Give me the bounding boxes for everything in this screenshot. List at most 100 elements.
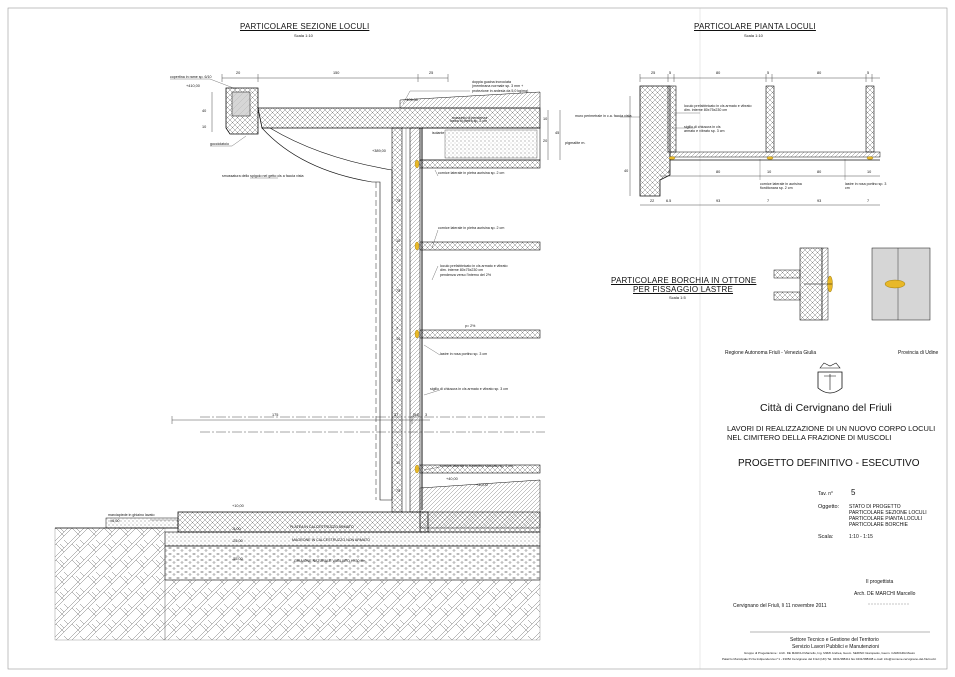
- dim-right-3: 45: [555, 131, 560, 135]
- plan-note-muro: muro perimetrale in c.a. faccia vista: [575, 114, 632, 118]
- dim-right-label: pigmalite m.: [565, 141, 586, 145]
- office-line-2: Servizio Lavori Pubblici e Manutenzioni: [792, 644, 879, 650]
- plan-scale: Scala 1:10: [744, 33, 763, 38]
- dim-bottom-4: 3: [425, 413, 428, 417]
- works-line-1: LAVORI DI REALIZZAZIONE DI UN NUOVO CORP…: [727, 424, 936, 433]
- dim-stack-2: 10: [396, 239, 401, 243]
- oggetto-line-1: STATO DI PROGETTO: [849, 504, 901, 510]
- level-1: +410,00: [186, 84, 200, 88]
- note-copertina: copertina in rame sp. 6/10: [170, 75, 212, 79]
- scala-label: Scala:: [818, 534, 834, 540]
- tav-label: Tav. n°: [818, 491, 833, 497]
- borchia-title-l1: PARTICOLARE BORCHIA IN OTTONE: [611, 276, 757, 285]
- dim-stack-3: 7: [396, 249, 399, 253]
- scala-value: 1:10 - 1:15: [849, 534, 873, 540]
- dim-left-1: 40: [202, 109, 207, 113]
- designer-name: Arch. DE MARCHI Marcello: [854, 591, 916, 597]
- plan-dim-mid-1: 8: [668, 170, 671, 174]
- plan-dim-bot-1: 22: [650, 199, 655, 203]
- oggetto-line-3: PARTICOLARE PIANTA LOCULI: [849, 516, 923, 522]
- note-doppia-guaina: doppia guaina incrociata (membrana norma…: [472, 80, 529, 93]
- borchia-detail: [773, 247, 931, 321]
- dim-bottom-1: 175: [272, 413, 279, 417]
- note-magrone: MAGRONE IN CALCESTRUZZO NON ARMATO: [292, 538, 370, 542]
- city-name: Città di Cervignano del Friuli: [760, 402, 892, 414]
- level-3: +389,00: [372, 149, 386, 153]
- plan-dim-left: 40: [624, 169, 629, 173]
- section-scale: Scala 1:10: [294, 33, 313, 38]
- dim-right-2: 20: [543, 139, 548, 143]
- tav-value: 5: [851, 488, 856, 497]
- oggetto-label: Oggetto:: [818, 504, 840, 510]
- note-gocciolatoio: gocciolatoio: [210, 142, 229, 146]
- note-marciapiede: marciapiede in ghiaino lavato: [108, 513, 155, 517]
- note-platea: PLATEA IN CALCESTRUZZO ARMATO: [290, 525, 354, 529]
- plan-dim-top-3: 80: [716, 71, 721, 75]
- plan-note-loculo: loculo prefabbricato in cls armato e vib…: [684, 104, 752, 113]
- plan-detail: [620, 74, 881, 206]
- office-line-4: Palazzo Municipale P.zza Indipendenza n°…: [722, 657, 937, 661]
- level-8: -5,00: [232, 527, 241, 531]
- note-sigillo: sigillo di chiusura in cls armato e vibr…: [430, 387, 509, 391]
- level-9: -25,00: [232, 539, 243, 543]
- section-title: PARTICOLARE SEZIONE LOCULI: [240, 22, 370, 31]
- note-cornice-travertino: cornice laterale in travertino stuccato …: [440, 464, 514, 468]
- plan-dim-mid-2: 80: [716, 170, 721, 174]
- project-phase: PROGETTO DEFINITIVO - ESECUTIVO: [738, 458, 920, 469]
- works-line-2: NEL CIMITERO DELLA FRAZIONE DI MUSCOLI: [727, 433, 892, 442]
- borchia-title-l2: PER FISSAGGIO LASTRE: [633, 285, 734, 294]
- plan-dim-top-1: 25: [651, 71, 656, 75]
- dim-stack-4: 75: [396, 289, 401, 293]
- date-line: Cervignano del Friuli, lì 11 novembre 20…: [733, 603, 827, 609]
- plan-title: PARTICOLARE PIANTA LOCULI: [694, 22, 816, 31]
- plan-dim-bot-3: 93: [716, 199, 721, 203]
- level-2: +409,00: [404, 98, 418, 102]
- note-cornice-laterale: cornice laterale in pietra aurisina sp. …: [438, 226, 505, 230]
- borchia-scale: Scala 1:5: [669, 295, 686, 300]
- dim-stack-7: 75: [396, 379, 401, 383]
- sheet-frame: [7, 7, 948, 670]
- plan-dim-top-6: 5: [867, 71, 870, 75]
- level-10: -55,00: [232, 557, 243, 561]
- plan-dim-top-5: 80: [817, 71, 822, 75]
- office-line-3: Gruppo di Progettazione : Arch. DE MARCH…: [744, 651, 916, 655]
- plan-dim-top-4: 5: [767, 71, 770, 75]
- level-7: +10,00: [232, 504, 244, 508]
- dim-stack-8: 7: [396, 444, 399, 448]
- province-label: Provincia di Udine: [898, 350, 939, 356]
- plan-dim-bot-4: 7: [767, 199, 770, 203]
- plan-note-lastre: lastre in rosa portino sp. 3 cm: [845, 182, 887, 191]
- section-detail: [54, 74, 561, 641]
- note-lastre: lastre in rosa portino sp. 3 cm: [440, 352, 488, 356]
- note-smussatura: smussatura dello spigolo nel getto cls a…: [222, 174, 304, 178]
- dim-stack-9: 10: [396, 461, 401, 465]
- level-6: ±0,00: [110, 519, 120, 523]
- note-lastra-label: lastra di pietra sp. 2 cm: [450, 119, 488, 123]
- level-4: +40,00: [446, 477, 458, 481]
- level-5: +10,00: [476, 483, 488, 487]
- dim-top-2: 150: [333, 71, 340, 75]
- plan-dim-bot-5: 93: [817, 199, 822, 203]
- office-line-1: Settore Tecnico e Gestione del Territori…: [790, 637, 879, 643]
- plan-note-cornice: cornice laterale in aurisina fiorditonar…: [760, 182, 802, 191]
- note-loculo-prefab: loculo prefabbricato in cls armato e vib…: [440, 264, 508, 277]
- plan-dim-mid-4: 80: [817, 170, 822, 174]
- dim-bottom-2: 37: [394, 413, 399, 417]
- note-isolante: isolante: [432, 131, 445, 135]
- note-pendenza: p= 2%: [465, 324, 476, 328]
- dim-stack-10: 75: [396, 489, 401, 493]
- note-ghiaione: GHIAIONE NATURALE VAGLIATO H=30 cm: [294, 559, 366, 563]
- plan-dim-mid-5: 10: [867, 170, 872, 174]
- plan-dim-mid-3: 10: [767, 170, 772, 174]
- dim-top-1: 20: [236, 71, 241, 75]
- dim-bottom-3: [54]: [413, 413, 420, 417]
- dim-stack-5: 7: [396, 327, 399, 331]
- note-cornice-superiore: cornice laterale in pietra aurisina sp. …: [438, 171, 505, 175]
- dim-right-1: 10: [543, 117, 548, 121]
- designer-label: Il progettista: [866, 579, 894, 585]
- dim-stack-1: 75: [396, 199, 401, 203]
- note-massetto: massetto di pendenza: [452, 116, 488, 120]
- oggetto-line-2: PARTICOLARE SEZIONE LOCULI: [849, 510, 927, 516]
- dim-left-2: 10: [202, 125, 207, 129]
